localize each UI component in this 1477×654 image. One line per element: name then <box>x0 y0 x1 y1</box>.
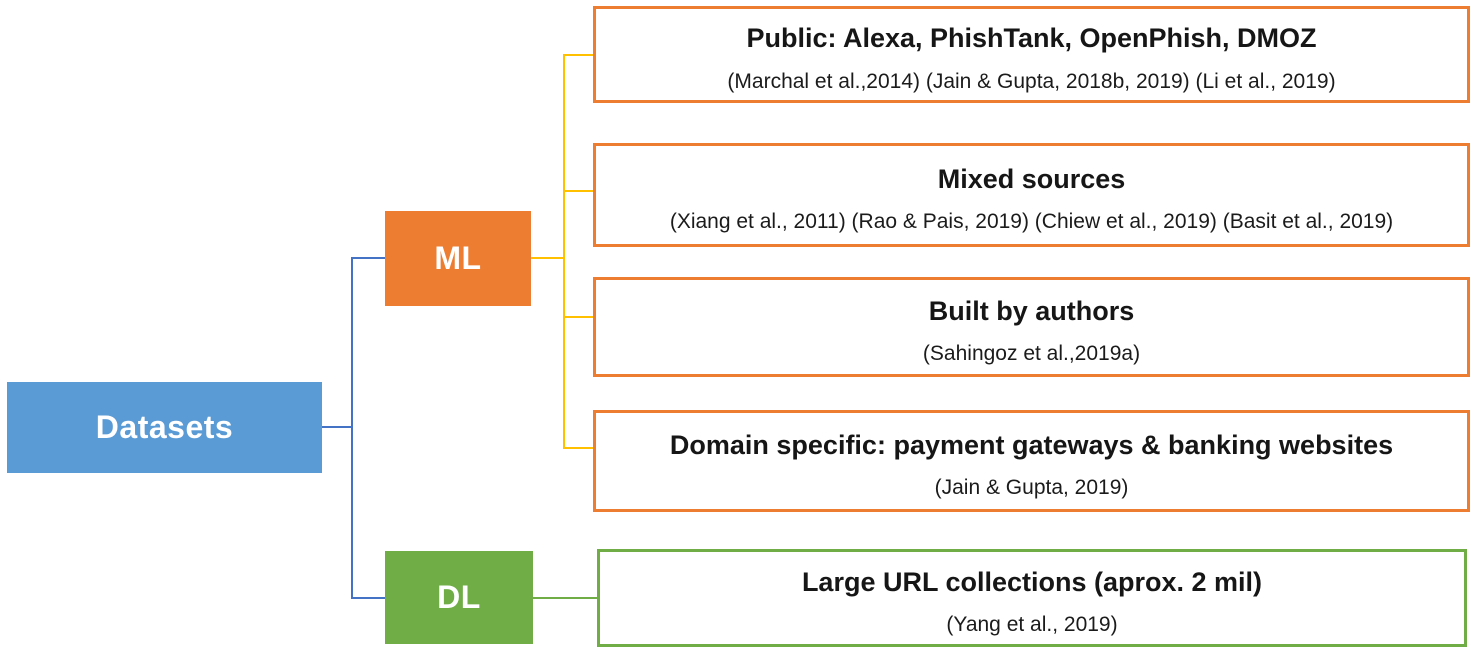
connector-ml-to-domain <box>565 447 593 449</box>
connector-root-out <box>322 426 352 428</box>
branch-node-ml-label: ML <box>434 240 482 276</box>
connector-root-to-dl <box>353 597 385 599</box>
leaf-citation: (Marchal et al.,2014) (Jain & Gupta, 201… <box>727 69 1336 93</box>
ml-leaf-mixed-sources: Mixed sources (Xiang et al., 2011) (Rao … <box>593 143 1470 247</box>
branch-node-dl: DL <box>385 551 533 644</box>
root-node-label: Datasets <box>95 409 234 445</box>
branch-node-dl-label: DL <box>437 579 481 615</box>
connector-ml-trunk <box>563 54 565 449</box>
connector-dl-to-large-url <box>533 597 597 599</box>
leaf-title: Built by authors <box>928 295 1135 326</box>
connector-root-trunk <box>351 257 353 599</box>
leaf-title: Public: Alexa, PhishTank, OpenPhish, DMO… <box>746 23 1317 54</box>
root-node-datasets: Datasets <box>7 382 322 473</box>
ml-leaf-domain-specific: Domain specific: payment gateways & bank… <box>593 410 1470 512</box>
leaf-title: Large URL collections (aprox. 2 mil) <box>801 566 1263 597</box>
dl-leaf-large-url-collections: Large URL collections (aprox. 2 mil) (Ya… <box>597 549 1467 647</box>
branch-node-ml: ML <box>385 211 531 306</box>
leaf-citation: (Xiang et al., 2011) (Rao & Pais, 2019) … <box>669 210 1394 234</box>
leaf-title: Domain specific: payment gateways & bank… <box>669 429 1394 460</box>
leaf-citation: (Sahingoz et al.,2019a) <box>922 342 1141 366</box>
connector-ml-to-mixed <box>565 190 593 192</box>
ml-leaf-public-sources: Public: Alexa, PhishTank, OpenPhish, DMO… <box>593 6 1470 103</box>
connector-ml-to-public <box>565 54 593 56</box>
connector-ml-to-built <box>565 316 593 318</box>
leaf-citation: (Jain & Gupta, 2019) <box>934 476 1129 500</box>
leaf-title: Mixed sources <box>937 163 1126 194</box>
connector-ml-out <box>531 257 564 259</box>
connector-root-to-ml <box>353 257 385 259</box>
ml-leaf-built-by-authors: Built by authors (Sahingoz et al.,2019a) <box>593 277 1470 377</box>
leaf-citation: (Yang et al., 2019) <box>946 613 1118 637</box>
